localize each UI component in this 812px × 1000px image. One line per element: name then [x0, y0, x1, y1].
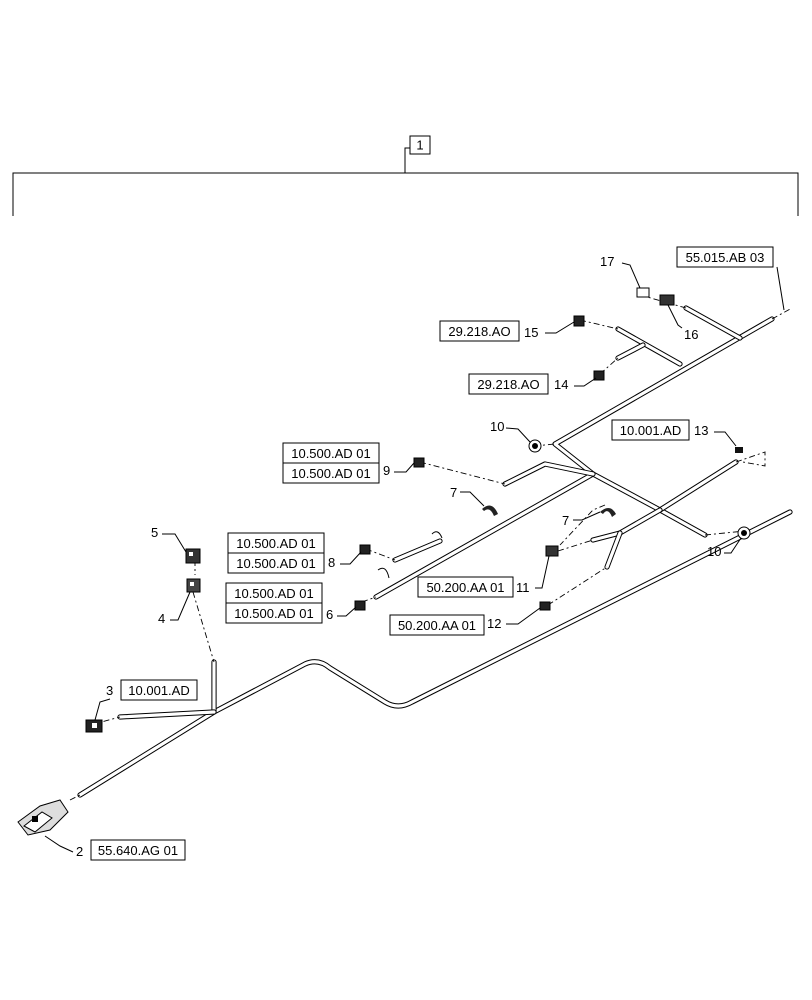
connector-8-icon[interactable] — [359, 544, 371, 555]
ref-box-10-500-ad-01-9b[interactable]: 10.500.AD 01 — [282, 462, 380, 484]
ref-box-10-500-ad-01-8b[interactable]: 10.500.AD 01 — [227, 552, 325, 574]
svg-text:10.001.AD: 10.001.AD — [620, 423, 681, 438]
svg-text:7: 7 — [562, 513, 569, 528]
svg-text:55.640.AG 01: 55.640.AG 01 — [98, 843, 178, 858]
assembly-bracket: 1 — [12, 135, 799, 216]
callout-10a[interactable]: 10 — [490, 419, 531, 443]
callout-9[interactable]: 9 — [383, 462, 415, 478]
svg-text:10: 10 — [707, 544, 721, 559]
ref-box-10-500-ad-01-6a[interactable]: 10.500.AD 01 — [225, 582, 323, 604]
callout-7b[interactable]: 7 — [562, 511, 601, 528]
svg-text:50.200.AA 01: 50.200.AA 01 — [426, 580, 504, 595]
svg-text:9: 9 — [383, 463, 390, 478]
ref-box-50-200-aa-01-12[interactable]: 50.200.AA 01 — [389, 614, 485, 636]
callout-17[interactable]: 17 — [600, 254, 641, 289]
grommet-10b-icon[interactable] — [737, 526, 751, 540]
svg-text:10.001.AD: 10.001.AD — [128, 683, 189, 698]
callout-14[interactable]: 14 — [554, 377, 597, 392]
connector-9-icon[interactable] — [413, 457, 425, 468]
connector-17-icon[interactable] — [636, 287, 650, 298]
svg-text:14: 14 — [554, 377, 568, 392]
ref-box-50-200-aa-01-11[interactable]: 50.200.AA 01 — [417, 576, 514, 598]
connector-13-icon[interactable] — [735, 447, 743, 453]
ref-box-29-218-ao-14[interactable]: 29.218.AO — [468, 373, 549, 395]
ref-box-55-015-ab-03[interactable]: 55.015.AB 03 — [676, 246, 785, 311]
connector-14-icon[interactable] — [593, 370, 605, 381]
callout-8[interactable]: 8 — [328, 551, 362, 570]
svg-text:5: 5 — [151, 525, 158, 540]
svg-text:50.200.AA 01: 50.200.AA 01 — [398, 618, 476, 633]
callout-3[interactable]: 3 — [94, 683, 113, 721]
ref-box-29-218-ao-15[interactable]: 29.218.AO — [439, 320, 520, 342]
callout-13[interactable]: 13 — [694, 423, 737, 447]
svg-text:15: 15 — [524, 325, 538, 340]
callout-5[interactable]: 5 — [151, 525, 187, 553]
clip-7b-icon[interactable] — [600, 507, 616, 517]
grommet-10a-icon[interactable] — [528, 439, 542, 453]
harness-wires — [77, 305, 793, 798]
connector-6-icon[interactable] — [354, 600, 366, 611]
connector-2-icon[interactable] — [17, 799, 69, 836]
svg-text:10.500.AD 01: 10.500.AD 01 — [291, 466, 371, 481]
ref-box-10-001-ad-13[interactable]: 10.001.AD — [611, 419, 690, 441]
svg-text:10.500.AD 01: 10.500.AD 01 — [291, 446, 371, 461]
ref-box-10-001-ad-3[interactable]: 10.001.AD — [120, 679, 198, 701]
svg-text:10: 10 — [490, 419, 504, 434]
svg-text:10.500.AD 01: 10.500.AD 01 — [234, 606, 314, 621]
ref-box-10-500-ad-01-6b[interactable]: 10.500.AD 01 — [225, 602, 323, 624]
callout-6[interactable]: 6 — [326, 606, 357, 622]
connector-12-icon[interactable] — [539, 601, 551, 611]
svg-text:7: 7 — [450, 485, 457, 500]
assembly-item-box[interactable] — [409, 135, 431, 155]
svg-text:3: 3 — [106, 683, 113, 698]
svg-text:10.500.AD 01: 10.500.AD 01 — [236, 556, 316, 571]
svg-text:17: 17 — [600, 254, 614, 269]
svg-text:16: 16 — [684, 327, 698, 342]
svg-text:11: 11 — [516, 580, 530, 595]
svg-text:8: 8 — [328, 555, 335, 570]
svg-text:6: 6 — [326, 607, 333, 622]
callout-12[interactable]: 12 — [487, 607, 541, 631]
svg-text:12: 12 — [487, 616, 501, 631]
svg-text:29.218.AO: 29.218.AO — [448, 324, 510, 339]
reference-boxes: 55.015.AB 03 29.218.AO 29.218.AO 10.001.… — [90, 246, 785, 861]
callout-10b[interactable]: 10 — [707, 537, 742, 559]
connector-11-icon[interactable] — [545, 545, 559, 557]
ref-box-55-640-ag-01[interactable]: 55.640.AG 01 — [90, 839, 186, 861]
ref-box-10-500-ad-01-8a[interactable]: 10.500.AD 01 — [227, 532, 325, 554]
callout-16[interactable]: 16 — [667, 304, 698, 342]
callout-4[interactable]: 4 — [158, 591, 191, 626]
svg-text:10.500.AD 01: 10.500.AD 01 — [236, 536, 316, 551]
callout-7a[interactable]: 7 — [450, 485, 485, 507]
connector-15-icon[interactable] — [573, 315, 585, 327]
svg-text:2: 2 — [76, 844, 83, 859]
clip-small-b-icon — [377, 567, 390, 579]
callout-11[interactable]: 11 — [516, 555, 550, 595]
assembly-item-number: 1 — [416, 138, 423, 153]
ref-box-10-500-ad-01-9a[interactable]: 10.500.AD 01 — [282, 442, 380, 464]
callout-15[interactable]: 15 — [524, 321, 575, 340]
svg-text:13: 13 — [694, 423, 708, 438]
clip-small-a-icon — [431, 531, 443, 539]
connector-4-icon[interactable] — [186, 578, 201, 593]
connectors — [17, 287, 751, 836]
connector-16-icon[interactable] — [659, 294, 675, 306]
callout-2[interactable]: 2 — [44, 835, 83, 859]
callouts: 17 16 15 14 10 13 9 7 — [44, 254, 742, 859]
connector-3-icon[interactable] — [85, 719, 103, 733]
svg-text:29.218.AO: 29.218.AO — [477, 377, 539, 392]
svg-text:10.500.AD 01: 10.500.AD 01 — [234, 586, 314, 601]
svg-text:4: 4 — [158, 611, 165, 626]
connector-5-icon[interactable] — [185, 548, 201, 564]
svg-text:55.015.AB 03: 55.015.AB 03 — [686, 250, 765, 265]
clip-7a-icon[interactable] — [482, 505, 498, 516]
